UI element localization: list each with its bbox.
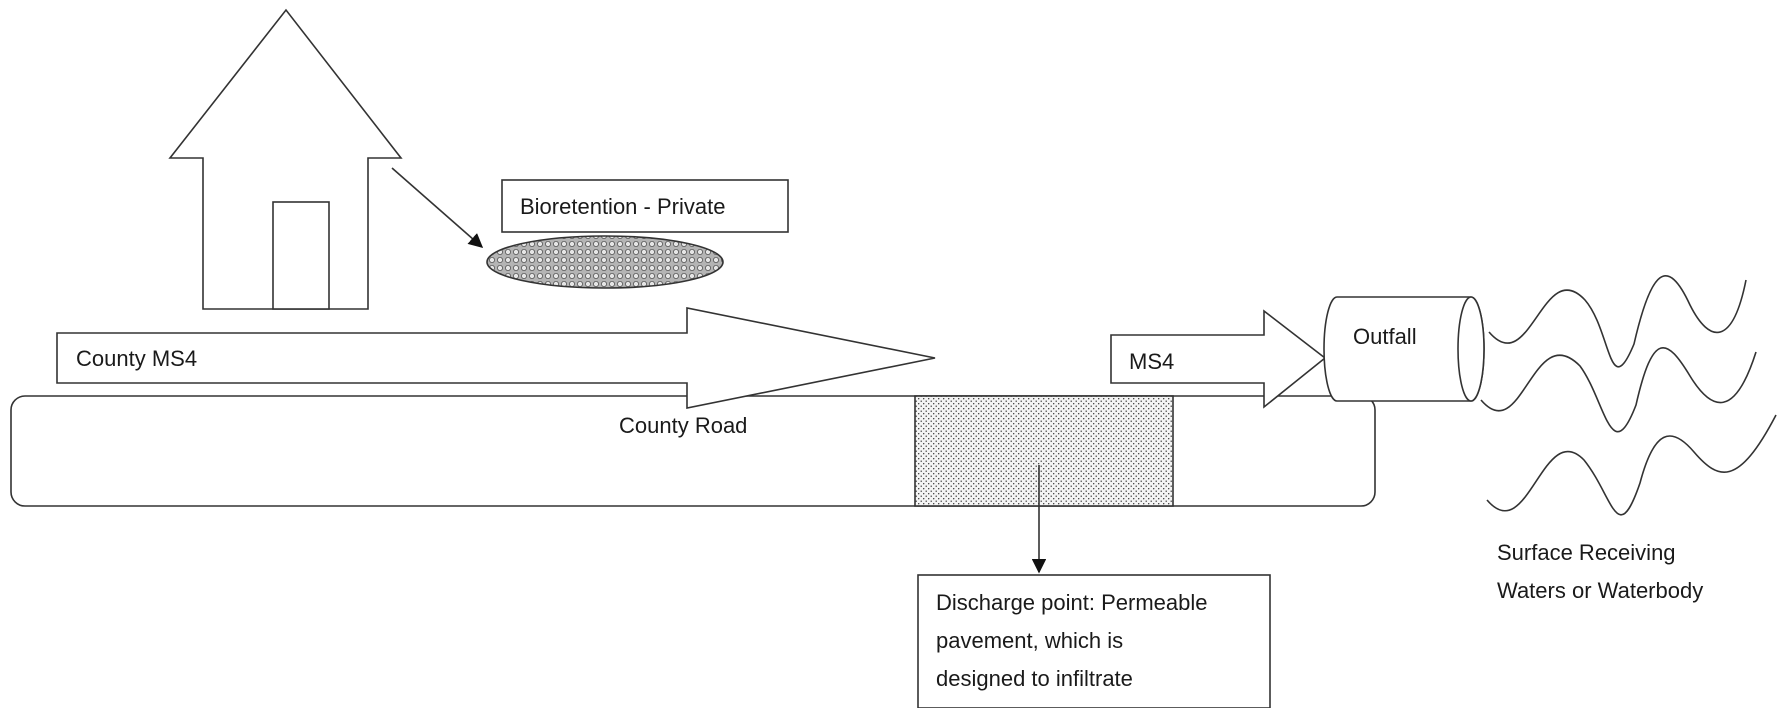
outfall-pipe-opening <box>1457 296 1485 402</box>
ms4-arrow <box>1110 309 1327 409</box>
county-road-label: County Road <box>619 413 747 438</box>
permeable-pavement-area <box>914 395 1174 507</box>
outfall-label: Outfall <box>1353 324 1417 349</box>
bioretention-label: Bioretention - Private <box>520 194 725 219</box>
discharge-point-line-1: Discharge point: Permeable <box>936 590 1207 615</box>
receiving-waters-line-2: Waters or Waterbody <box>1497 578 1703 603</box>
county-ms4-label: County MS4 <box>76 346 197 371</box>
discharge-point-line-3: designed to infiltrate <box>936 666 1133 691</box>
water-wave-1 <box>1488 275 1747 368</box>
receiving-waters-line-1: Surface Receiving <box>1497 540 1676 565</box>
bioretention-area <box>486 235 724 289</box>
discharge-point-line-2: pavement, which is <box>936 628 1123 653</box>
water-wave-2 <box>1480 347 1757 433</box>
water-wave-3 <box>1486 414 1777 516</box>
house-icon <box>168 8 403 310</box>
bioretention-label-box <box>501 179 789 233</box>
county-ms4-arrow <box>56 307 936 409</box>
ms4-label: MS4 <box>1129 349 1174 374</box>
house-to-bioretention-arrow <box>391 167 484 248</box>
house-door <box>272 201 330 310</box>
discharge-point-box <box>917 574 1271 709</box>
